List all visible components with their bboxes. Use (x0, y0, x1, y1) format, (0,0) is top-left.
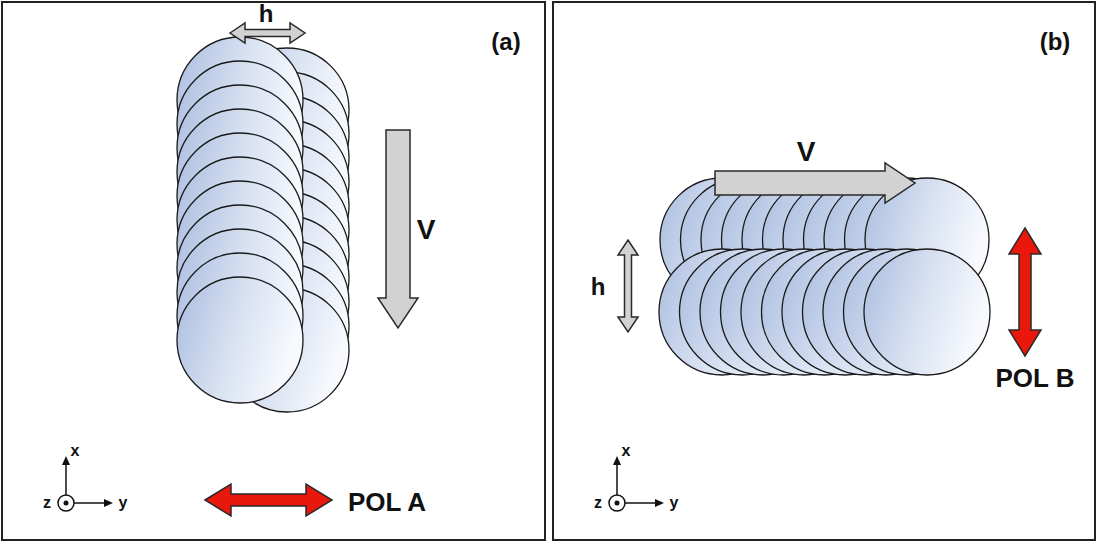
velocity-label: V (797, 138, 816, 166)
axis-dot (64, 501, 69, 506)
panel-frame (2, 2, 545, 540)
polarization-arrow (1009, 228, 1041, 356)
axis-line (74, 502, 106, 504)
axis-line (616, 463, 618, 495)
disc-stack (659, 178, 990, 375)
axis-line (625, 502, 657, 504)
polarization-label: POL B (996, 365, 1075, 391)
axis-head (655, 499, 664, 507)
panel-frame (553, 2, 1095, 540)
polarization-label: POL A (348, 489, 426, 515)
panel-label: (a) (491, 30, 520, 54)
disc (864, 249, 990, 375)
axis-head (104, 499, 113, 507)
gap-arrow (618, 240, 638, 332)
velocity-arrow (378, 130, 418, 328)
axis-label: y (119, 495, 128, 511)
velocity-arrow (715, 163, 915, 203)
gap-label: h (259, 2, 274, 26)
arrows (205, 23, 1041, 516)
axis-label: z (43, 495, 51, 511)
velocity-label: V (417, 216, 436, 244)
axis-origin (58, 495, 74, 511)
axis-label: z (594, 495, 602, 511)
axis-label: y (670, 495, 679, 511)
axis-head (613, 456, 621, 465)
axis-line (65, 463, 67, 495)
axis-label: x (622, 443, 631, 459)
disc (177, 277, 303, 403)
axis-dot (615, 501, 620, 506)
axis-origin (609, 495, 625, 511)
axis-label: x (71, 443, 80, 459)
polarization-arrow (205, 484, 332, 516)
axis-head (62, 456, 70, 465)
disc-stack (177, 37, 349, 412)
gap-label: h (591, 275, 606, 299)
gap-arrow (230, 23, 305, 43)
panel-label: (b) (1040, 30, 1071, 54)
